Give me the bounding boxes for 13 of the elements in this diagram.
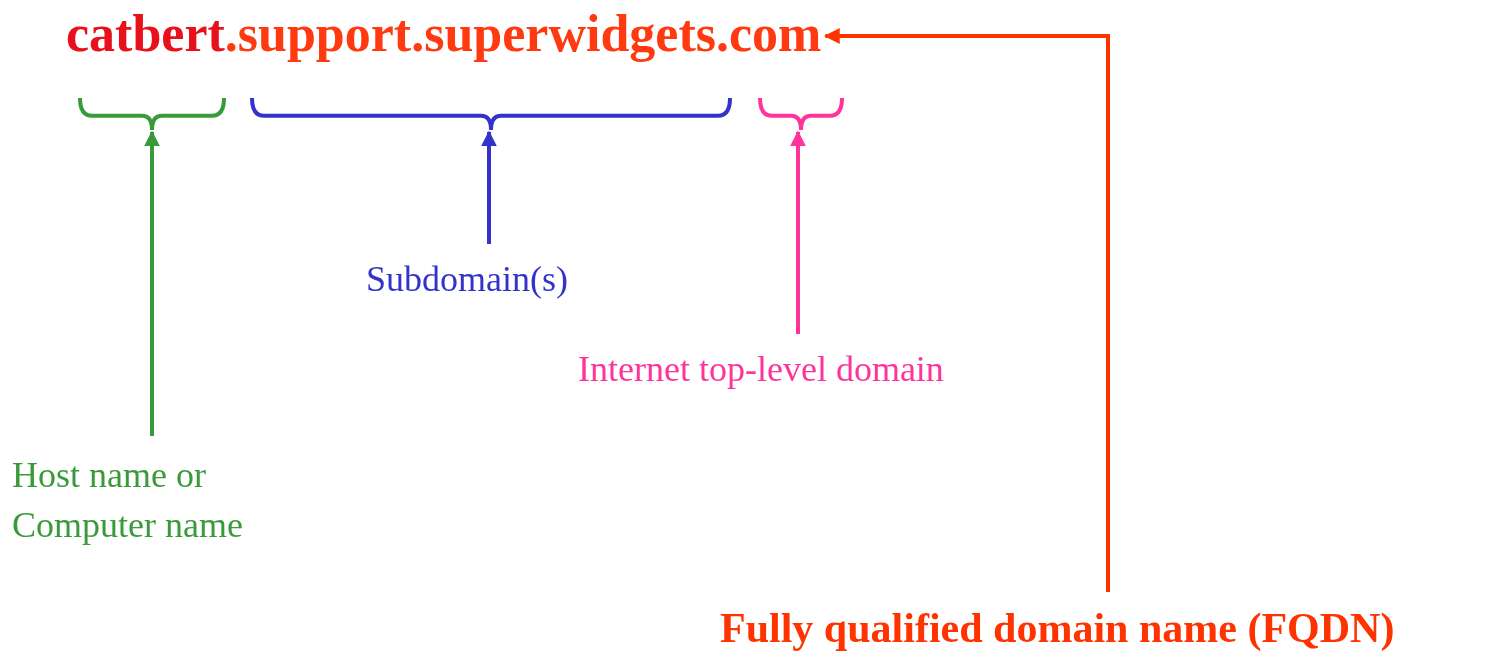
curly-brace — [758, 96, 844, 132]
term-label: Internet top-level domain — [578, 348, 944, 391]
curly-brace — [78, 96, 226, 132]
domain-name-part: .support.superwidgets.com — [224, 8, 822, 60]
leader-arrow — [144, 130, 160, 436]
term-label: Fully qualified domain name (FQDN) — [720, 603, 1395, 653]
term-label: Host name or Computer name — [12, 454, 244, 547]
curly-brace — [250, 96, 732, 132]
leader-arrow — [481, 130, 497, 244]
term-label: Subdomain(s) — [366, 258, 568, 301]
domain-name-part: catbert — [66, 8, 225, 60]
leader-arrow — [823, 28, 1110, 592]
leader-arrow — [790, 130, 806, 334]
